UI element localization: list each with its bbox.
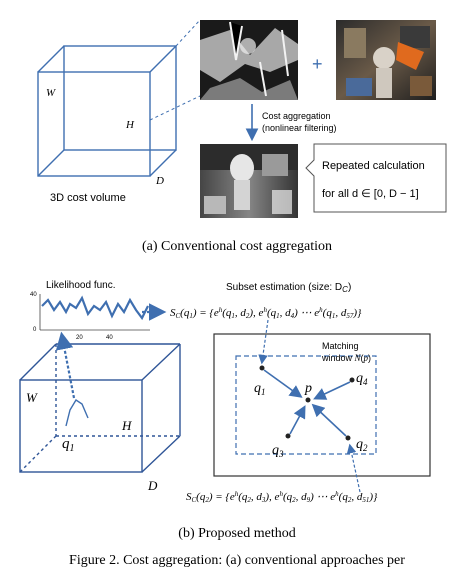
pixel-likelihood-curve [65,399,89,427]
axis-d-label-a: D [155,175,164,187]
figure-caption: Figure 2. Cost aggregation: (a) conventi… [69,553,405,568]
repeated-calc-box: Repeated calculation for all d ∈ [0, D −… [305,143,447,213]
slice-pointer-top [175,19,201,47]
cost-volume-cube [37,45,177,177]
caption-b: (b) Proposed method [178,526,295,541]
q1-left-label: q1 [62,436,75,454]
axis-h-label-b: H [121,418,132,433]
matching-window-dashed [235,355,377,455]
matching-window-frame [213,333,431,477]
point-q2 [345,435,351,441]
aggregation-label-line2: (nonlinear filtering) [262,123,337,133]
label-q4: q4 [356,371,368,387]
plot-tick-y-top: 40 [30,292,37,298]
arrow-q4-p [313,381,351,400]
point-p [305,397,311,403]
label-p: p [304,381,312,396]
label-q3: q3 [272,443,284,459]
axis-w-label-a: W [46,87,56,99]
point-q1 [259,365,265,371]
window-label-line2: window N(p) [321,353,371,363]
caption-a: (a) Conventional cost aggregation [142,239,332,254]
likelihood-plot: 40 0 20 40 [30,292,150,341]
point-q4 [349,377,355,383]
repeat-line1: Repeated calculation [322,160,425,172]
sc-q1-formula: SC(q1) = {eh(q1, d2), eh(q1, d4) ⋯ eh(q1… [170,306,362,320]
panel-b: Likelihood func. 40 0 20 40 Subset estim… [19,280,431,541]
arrow-q1-p [263,369,303,398]
repeat-line2: for all d ∈ [0, D − 1] [322,188,419,200]
sc-q2-formula: SC(q2) = {eh(q2, d3), eh(q2, d9) ⋯ eh(q2… [186,490,378,504]
likelihood-curve [41,295,149,321]
pixel-riser-dashed [55,331,76,399]
reference-color-image [336,20,436,100]
point-q3 [285,433,291,439]
likelihood-label: Likelihood func. [46,280,116,291]
cost-volume-cube-b [19,343,181,473]
subset-estimation-label: Subset estimation (size: DC) [226,282,351,294]
plot-tick-y-bottom: 0 [33,327,37,333]
arrow-q2-p [311,403,347,437]
axis-d-label-b: D [147,478,158,493]
panel-a: W H D 3D cost volume + Cost a [37,19,447,254]
aggregated-image [200,144,298,218]
leader-sc-q2 [346,443,361,493]
slice-pointer-bottom [149,95,201,121]
cost-volume-label: 3D cost volume [50,192,126,204]
axis-h-label-a: H [125,119,135,131]
label-q1: q1 [254,381,266,397]
arrow-q3-p [289,405,306,435]
window-label-line1: Matching [322,341,359,351]
cost-slice-image [200,20,298,100]
axis-w-label-b: W [26,390,38,405]
plus-sign: + [312,54,323,74]
label-q2: q2 [356,437,368,453]
plot-tick-x-40: 40 [106,335,113,341]
leader-subset-q1 [258,319,269,365]
plot-tick-x-20: 20 [76,335,83,341]
aggregation-label-line1: Cost aggregation [262,111,331,121]
